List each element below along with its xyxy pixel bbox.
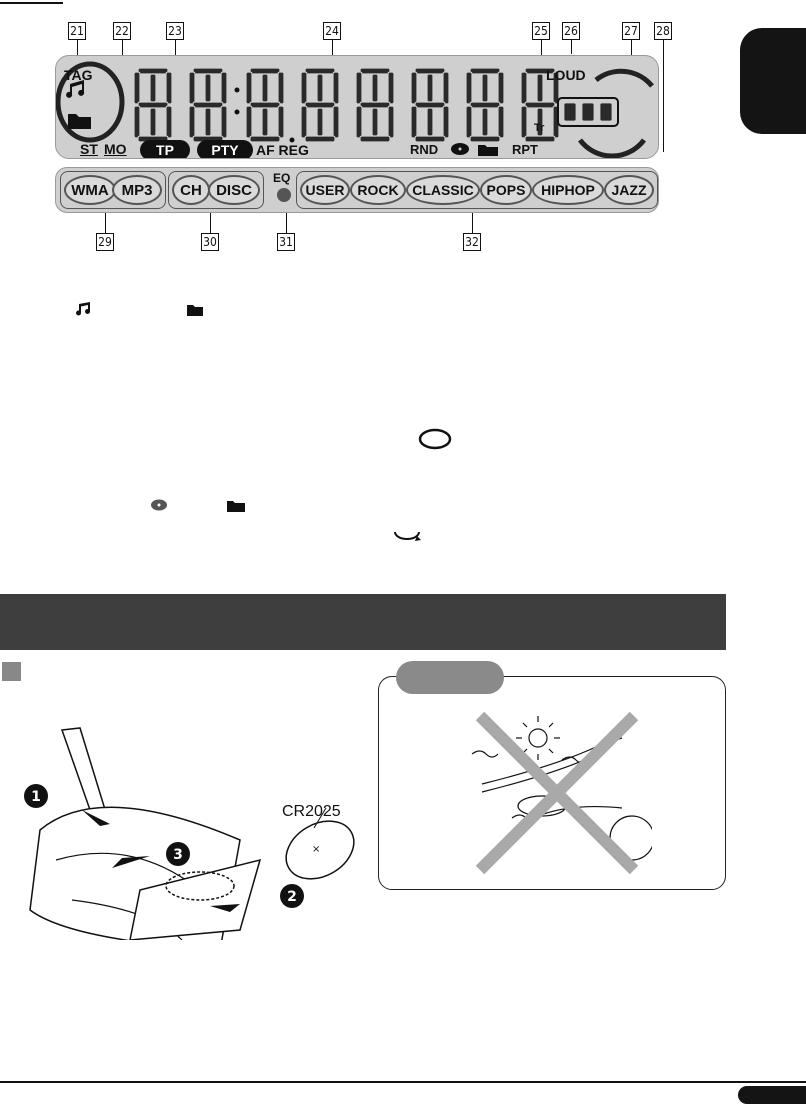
callout-30: 30 [201, 233, 219, 251]
sound-mode-user: USER [300, 175, 350, 205]
callout-23: 23 [166, 22, 184, 40]
callout-28: 28 [654, 22, 672, 40]
sound-mode-rock: ROCK [350, 175, 406, 205]
wma-indicator: WMA [64, 175, 116, 205]
leader-31 [286, 205, 287, 233]
st-label: ST [80, 141, 98, 157]
lcd-display: TAG ST MO TP PTY AF REG Tr LOUD RND RPT [55, 55, 659, 159]
changer-group [168, 171, 264, 209]
caution-label-pill [396, 661, 504, 694]
leader-30 [210, 213, 211, 233]
sound-mode-hiphop: HIPHOP [532, 175, 604, 205]
track-label: Tr [534, 122, 545, 134]
leader-32 [472, 213, 473, 233]
sunlight-dashboard-illustration [471, 711, 652, 875]
eq-dot [277, 188, 291, 202]
disc-folder-icons [451, 143, 498, 156]
section-header-bar [0, 594, 726, 650]
music-note-icon [76, 302, 91, 316]
callout-27: 27 [622, 22, 640, 40]
folder-icon [187, 305, 203, 316]
leader-24 [332, 40, 333, 68]
sound-mode-jazz: JAZZ [604, 175, 654, 205]
sound-mode-oval-icon [418, 428, 452, 450]
rpt-label: RPT [512, 142, 538, 157]
disc-indicator: DISC [208, 175, 260, 205]
af-reg-label: AF REG [256, 142, 309, 158]
repeat-arc-icon [394, 531, 421, 541]
tp-indicator: TP [140, 140, 190, 158]
bottom-rule [0, 1081, 806, 1083]
leader-29 [105, 213, 106, 233]
eq-label: EQ [273, 171, 291, 185]
callout-21: 21 [68, 22, 86, 40]
callout-31: 31 [277, 233, 295, 251]
disc-icon [151, 499, 167, 511]
callout-26: 26 [562, 22, 580, 40]
format-group [60, 171, 166, 209]
callout-25: 25 [532, 22, 550, 40]
tag-label: TAG [64, 67, 93, 83]
mo-label: MO [104, 141, 127, 157]
subsection-marker [2, 662, 21, 681]
caution-box [378, 676, 726, 890]
sound-mode-group [296, 171, 658, 209]
language-tab [740, 28, 806, 134]
leader-28 [663, 40, 664, 152]
callout-22: 22 [113, 22, 131, 40]
page-number-tab [738, 1086, 806, 1104]
step-1: 1 [31, 789, 41, 805]
callout-24: 24 [323, 22, 341, 40]
segment-digits [56, 61, 654, 158]
loud-indicator: LOUD [546, 67, 586, 83]
ch-indicator: CH [172, 175, 210, 205]
rnd-label: RND [410, 142, 439, 157]
sound-mode-pops: POPS [480, 175, 532, 205]
mp3-indicator: MP3 [112, 175, 162, 205]
sound-mode-classic: CLASSIC [406, 175, 480, 205]
leader-26 [571, 40, 572, 54]
folder-icon-2 [227, 501, 245, 512]
callout-32: 32 [463, 233, 481, 251]
step-3: 3 [173, 847, 183, 863]
battery-type-label: CR2025 [282, 803, 341, 820]
step-2: 2 [287, 889, 297, 905]
top-rule [0, 2, 63, 4]
svg-text:×: × [312, 844, 320, 855]
callout-29: 29 [96, 233, 114, 251]
battery-replacement-illustration: × 1 2 3 [24, 727, 355, 940]
pty-indicator: PTY [197, 140, 253, 158]
